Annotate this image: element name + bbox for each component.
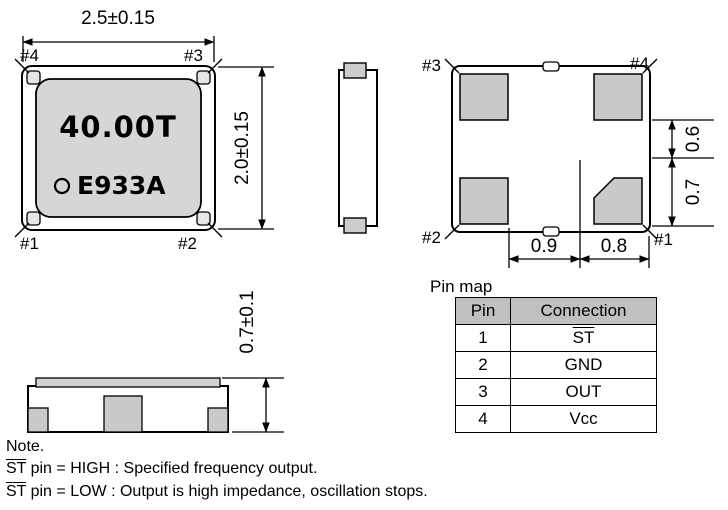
- pad-2: [459, 177, 509, 225]
- bottom-view-notch-bottom: [542, 226, 560, 237]
- top-width-dimension-label: 2.5±0.15: [81, 8, 155, 29]
- pin-map-header-pin: Pin: [455, 297, 511, 325]
- side-view-vertical-terminal-top: [343, 62, 367, 79]
- note-line-2: ST pin = LOW : Output is high impedance,…: [6, 483, 428, 501]
- pin-connection: GND: [510, 351, 657, 379]
- note-line-1: ST pin = HIGH : Specified frequency outp…: [6, 460, 317, 478]
- pad-dim-0-7-label: 0.7: [683, 178, 704, 206]
- top-view-corner-ticks: [14, 58, 223, 238]
- bottom-view-corner-label-4: #4: [630, 54, 649, 73]
- note-2-st-overline: ST: [6, 483, 27, 500]
- note-1-st-overline: ST: [6, 460, 27, 477]
- pin-number: 4: [455, 405, 511, 433]
- pin-connection: ST: [510, 324, 657, 352]
- side-view-horizontal: [27, 377, 229, 433]
- pin-number: 1: [455, 324, 511, 352]
- side-view-horizontal-lid: [35, 377, 221, 388]
- dim-lines-pad-pitch: [508, 160, 650, 268]
- marking-index-circle-icon: [53, 177, 71, 195]
- pin-map-row-1: 1 ST: [455, 324, 657, 352]
- bottom-view-corner-label-1: #1: [654, 230, 673, 249]
- pin-connection: Vcc: [510, 405, 657, 433]
- pin-map-table: Pin Connection 1 ST 2 GND 3 OUT 4 Vcc: [455, 297, 657, 433]
- pad-dim-0-6-label: 0.6: [683, 125, 704, 153]
- pin-number: 3: [455, 378, 511, 406]
- top-view-lid: [35, 78, 202, 218]
- pad-dim-0-9-label: 0.9: [530, 236, 558, 257]
- marking-code-text: E933A: [77, 171, 166, 200]
- pin-map-header-connection: Connection: [510, 297, 657, 325]
- bottom-view-notch-top: [542, 61, 560, 72]
- dim-lines-package-height: [222, 377, 284, 433]
- note-1-text: pin = HIGH : Specified frequency output.: [26, 460, 318, 477]
- top-view-corner-terminal-tl: [26, 70, 41, 85]
- side-view-horizontal-terminal-left: [27, 407, 49, 433]
- bottom-view-corner-ticks: [444, 58, 658, 240]
- side-view-horizontal-center-pad: [103, 395, 143, 433]
- pin-number: 2: [455, 351, 511, 379]
- side-view-vertical-terminal-bottom: [343, 217, 367, 234]
- st-overline-text: ST: [572, 328, 595, 347]
- bottom-view-package: [444, 58, 658, 240]
- top-view-corner-label-2: #2: [178, 234, 197, 253]
- package-height-dimension-label: 0.7±0.1: [237, 290, 258, 354]
- note-title: Note.: [6, 438, 45, 455]
- top-view-corner-label-3: #3: [184, 46, 203, 65]
- pin-map-row-3: 3 OUT: [455, 378, 657, 406]
- bottom-view-corner-label-2: #2: [422, 228, 441, 247]
- pin-map-header-row: Pin Connection: [455, 297, 657, 325]
- dim-lines-top-width: [22, 36, 215, 62]
- top-height-dimension-label: 2.0±0.15: [232, 111, 253, 185]
- dim-lines-top-height: [218, 66, 274, 230]
- pin-connection: OUT: [510, 378, 657, 406]
- top-view-corner-label-1: #1: [20, 234, 39, 253]
- bottom-view-corner-label-3: #3: [422, 56, 441, 75]
- side-view-horizontal-terminal-right: [207, 407, 229, 433]
- side-view-vertical-body: [338, 69, 378, 227]
- pad-1-chamfered: [593, 177, 643, 225]
- top-view-corner-terminal-br: [196, 211, 211, 226]
- pad-4: [593, 73, 643, 121]
- top-view-corner-terminal-tr: [196, 70, 211, 85]
- top-view-package: [14, 58, 223, 238]
- side-view-vertical: [338, 62, 378, 234]
- dim-lines-pad-height: [652, 119, 714, 227]
- pad-dim-0-8-label: 0.8: [600, 236, 628, 257]
- marking-frequency-text: 40.00T: [59, 110, 177, 144]
- pin-map-title: Pin map: [430, 277, 493, 296]
- pin-map-row-2: 2 GND: [455, 351, 657, 379]
- top-view-corner-terminal-bl: [26, 211, 41, 226]
- note-2-text: pin = LOW : Output is high impedance, os…: [26, 483, 428, 500]
- pin-map-row-4: 4 Vcc: [455, 405, 657, 433]
- pad-3: [459, 73, 509, 121]
- top-view-corner-label-4: #4: [20, 46, 39, 65]
